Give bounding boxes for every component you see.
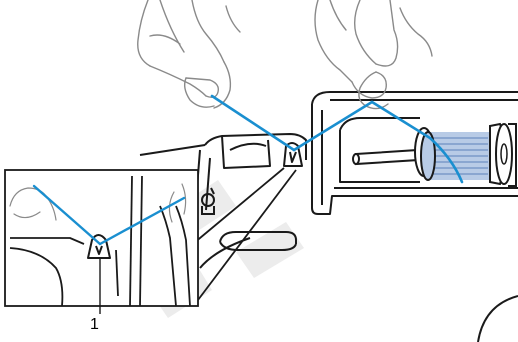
- left-hand-icon: [138, 0, 240, 108]
- callout-number: 1: [90, 316, 99, 334]
- inset-detail: [5, 170, 198, 306]
- spool-icon: [353, 124, 516, 186]
